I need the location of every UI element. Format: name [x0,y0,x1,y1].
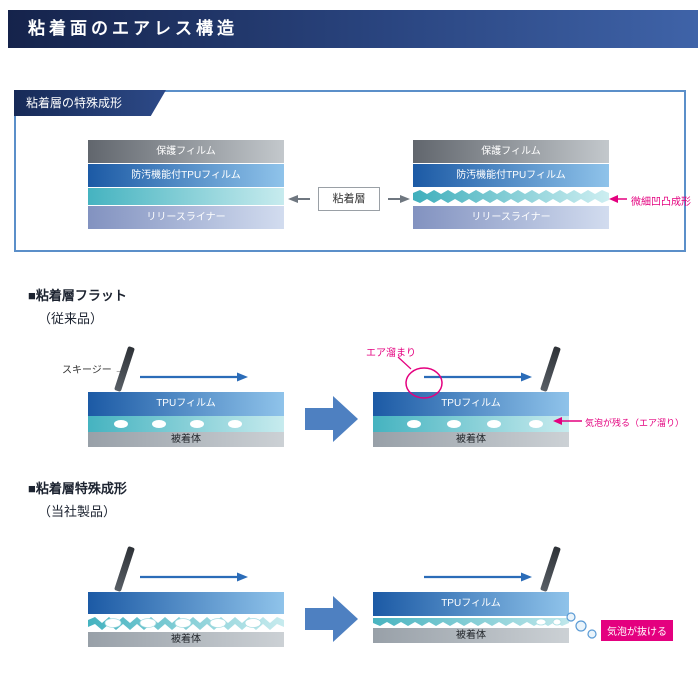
air-bubble [152,420,166,428]
section-flat-heading: ■粘着層フラット [28,288,127,303]
tpu-film-layer: TPUフィルム [88,392,284,416]
air-bubble [228,420,242,428]
flat-before-stack: TPUフィルム 被着体 [88,392,284,447]
trapped-air-annotation: 気泡が残る（エア溜り） [585,418,685,428]
air-bubble [447,420,461,428]
squeegee-tool [540,346,561,392]
tpu-film-layer: TPUフィルム [373,592,569,616]
air-bubble [190,420,204,428]
section-special-heading: ■粘着層特殊成形 [28,481,127,496]
textured-adhesive-graphic [413,190,609,203]
adhesive-layer-with-bubbles [88,416,284,432]
compressed-adhesive-layer [373,616,569,628]
air-bubble [529,420,543,428]
layer-stack-textured: 保護フィルム 防汚機能付TPUフィルム リリースライナー [413,140,609,229]
layer-adhesive-textured [413,188,609,205]
air-bubble [104,618,122,628]
transition-arrow [305,596,358,642]
squeegee-motion-arrow [140,372,248,382]
air-bubble [535,618,547,626]
air-bubble [174,618,192,628]
layer-protective-film: 保護フィルム [413,140,609,163]
substrate-layer: 被着体 [373,432,569,447]
substrate-layer: 被着体 [88,432,284,447]
air-bubble [209,618,227,628]
layer-adhesive-flat [88,188,284,205]
textured-adhesive-graphic [88,617,284,630]
squeegee-motion-arrow [424,372,532,382]
squeegee-tool [114,546,135,592]
special-before-stack: 被着体 [88,592,284,647]
escaping-air-bubbles [566,612,597,639]
substrate-layer: 被着体 [88,632,284,647]
tpu-film-layer: TPUフィルム [373,392,569,416]
air-bubble [407,420,421,428]
textured-adhesive-with-bubbles [88,614,284,632]
fine-texture-annotation: 微細凹凸成形 [631,197,691,208]
flat-after-stack: TPUフィルム 被着体 [373,392,569,447]
layer-tpu-film: 防汚機能付TPUフィルム [413,164,609,187]
bubble-escape-badge: 気泡が抜ける [601,620,673,641]
transition-arrow [305,396,358,442]
frame-tab-label: 粘着層の特殊成形 [14,90,166,116]
section-flat-subheading: （従来品） [38,311,104,326]
squeegee-motion-arrow [424,572,532,582]
squeegee-label: スキージー → [62,365,125,376]
layer-tpu-film: 防汚機能付TPUフィルム [88,164,284,187]
adhesive-layer-label: 粘着層 [318,187,380,211]
page-title: 粘着面のエアレス構造 [8,10,698,48]
air-bubble [487,420,501,428]
air-bubble [552,618,562,626]
section-special-subheading: （当社製品） [38,504,117,519]
squeegee-motion-arrow [140,572,248,582]
air-bubble [139,618,157,628]
layer-stack-flat: 保護フィルム 防汚機能付TPUフィルム リリースライナー [88,140,284,229]
special-after-stack: TPUフィルム 被着体 [373,592,569,643]
layer-release-liner: リリースライナー [413,206,609,229]
air-pocket-annotation: エア溜まり [366,348,416,359]
layer-release-liner: リリースライナー [88,206,284,229]
layer-protective-film: 保護フィルム [88,140,284,163]
air-bubble [244,618,262,628]
substrate-layer: 被着体 [373,628,569,643]
textured-adhesive-graphic [373,618,569,626]
tpu-film-layer [88,592,284,614]
adhesive-layer-with-bubbles [373,416,569,432]
air-bubble [114,420,128,428]
squeegee-tool [540,546,561,592]
